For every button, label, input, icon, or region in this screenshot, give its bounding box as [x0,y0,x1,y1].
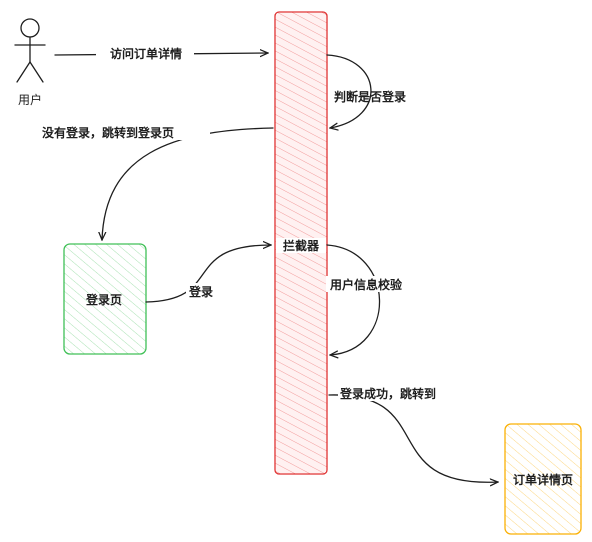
edge-not-logged-in: 没有登录，跳转到登录页 [40,124,274,240]
edge-verify-user-arrow [326,244,381,355]
login-page-label: 登录页 [85,292,122,307]
order-detail-page-label: 订单详情页 [513,472,573,487]
edge-verify-user-label: 用户信息校验 [329,277,403,292]
edge-check-login-label: 判断是否登录 [334,89,406,104]
interceptor-label: 拦截器 [283,238,320,253]
edge-visit-order-label: 访问订单详情 [110,46,182,61]
edge-login: 登录 [145,245,271,303]
edge-check-login-arrow [326,54,372,128]
order-detail-page-node: 订单详情页 [504,423,582,535]
edge-login-success-label: 登录成功，跳转到 [339,386,436,401]
order-detail-page-box [504,423,582,535]
stick-figure-icon [14,18,46,83]
edge-login-success-arrow [328,394,498,482]
edge-login-arrow [145,245,271,303]
user-actor: 用户 [14,18,46,107]
edge-login-success: 登录成功，跳转到 [328,385,498,482]
edge-not-logged-in-arrow [102,127,274,240]
edge-verify-user: 用户信息校验 [326,244,422,355]
edge-login-label: 登录 [188,284,213,299]
user-actor-label: 用户 [18,92,42,107]
login-page-node: 登录页 [63,243,147,355]
login-page-box [63,243,147,355]
edge-check-login: 判断是否登录 [326,54,406,128]
edge-visit-order: 访问订单详情 [54,45,268,61]
edge-not-logged-in-label: 没有登录，跳转到登录页 [42,125,174,140]
